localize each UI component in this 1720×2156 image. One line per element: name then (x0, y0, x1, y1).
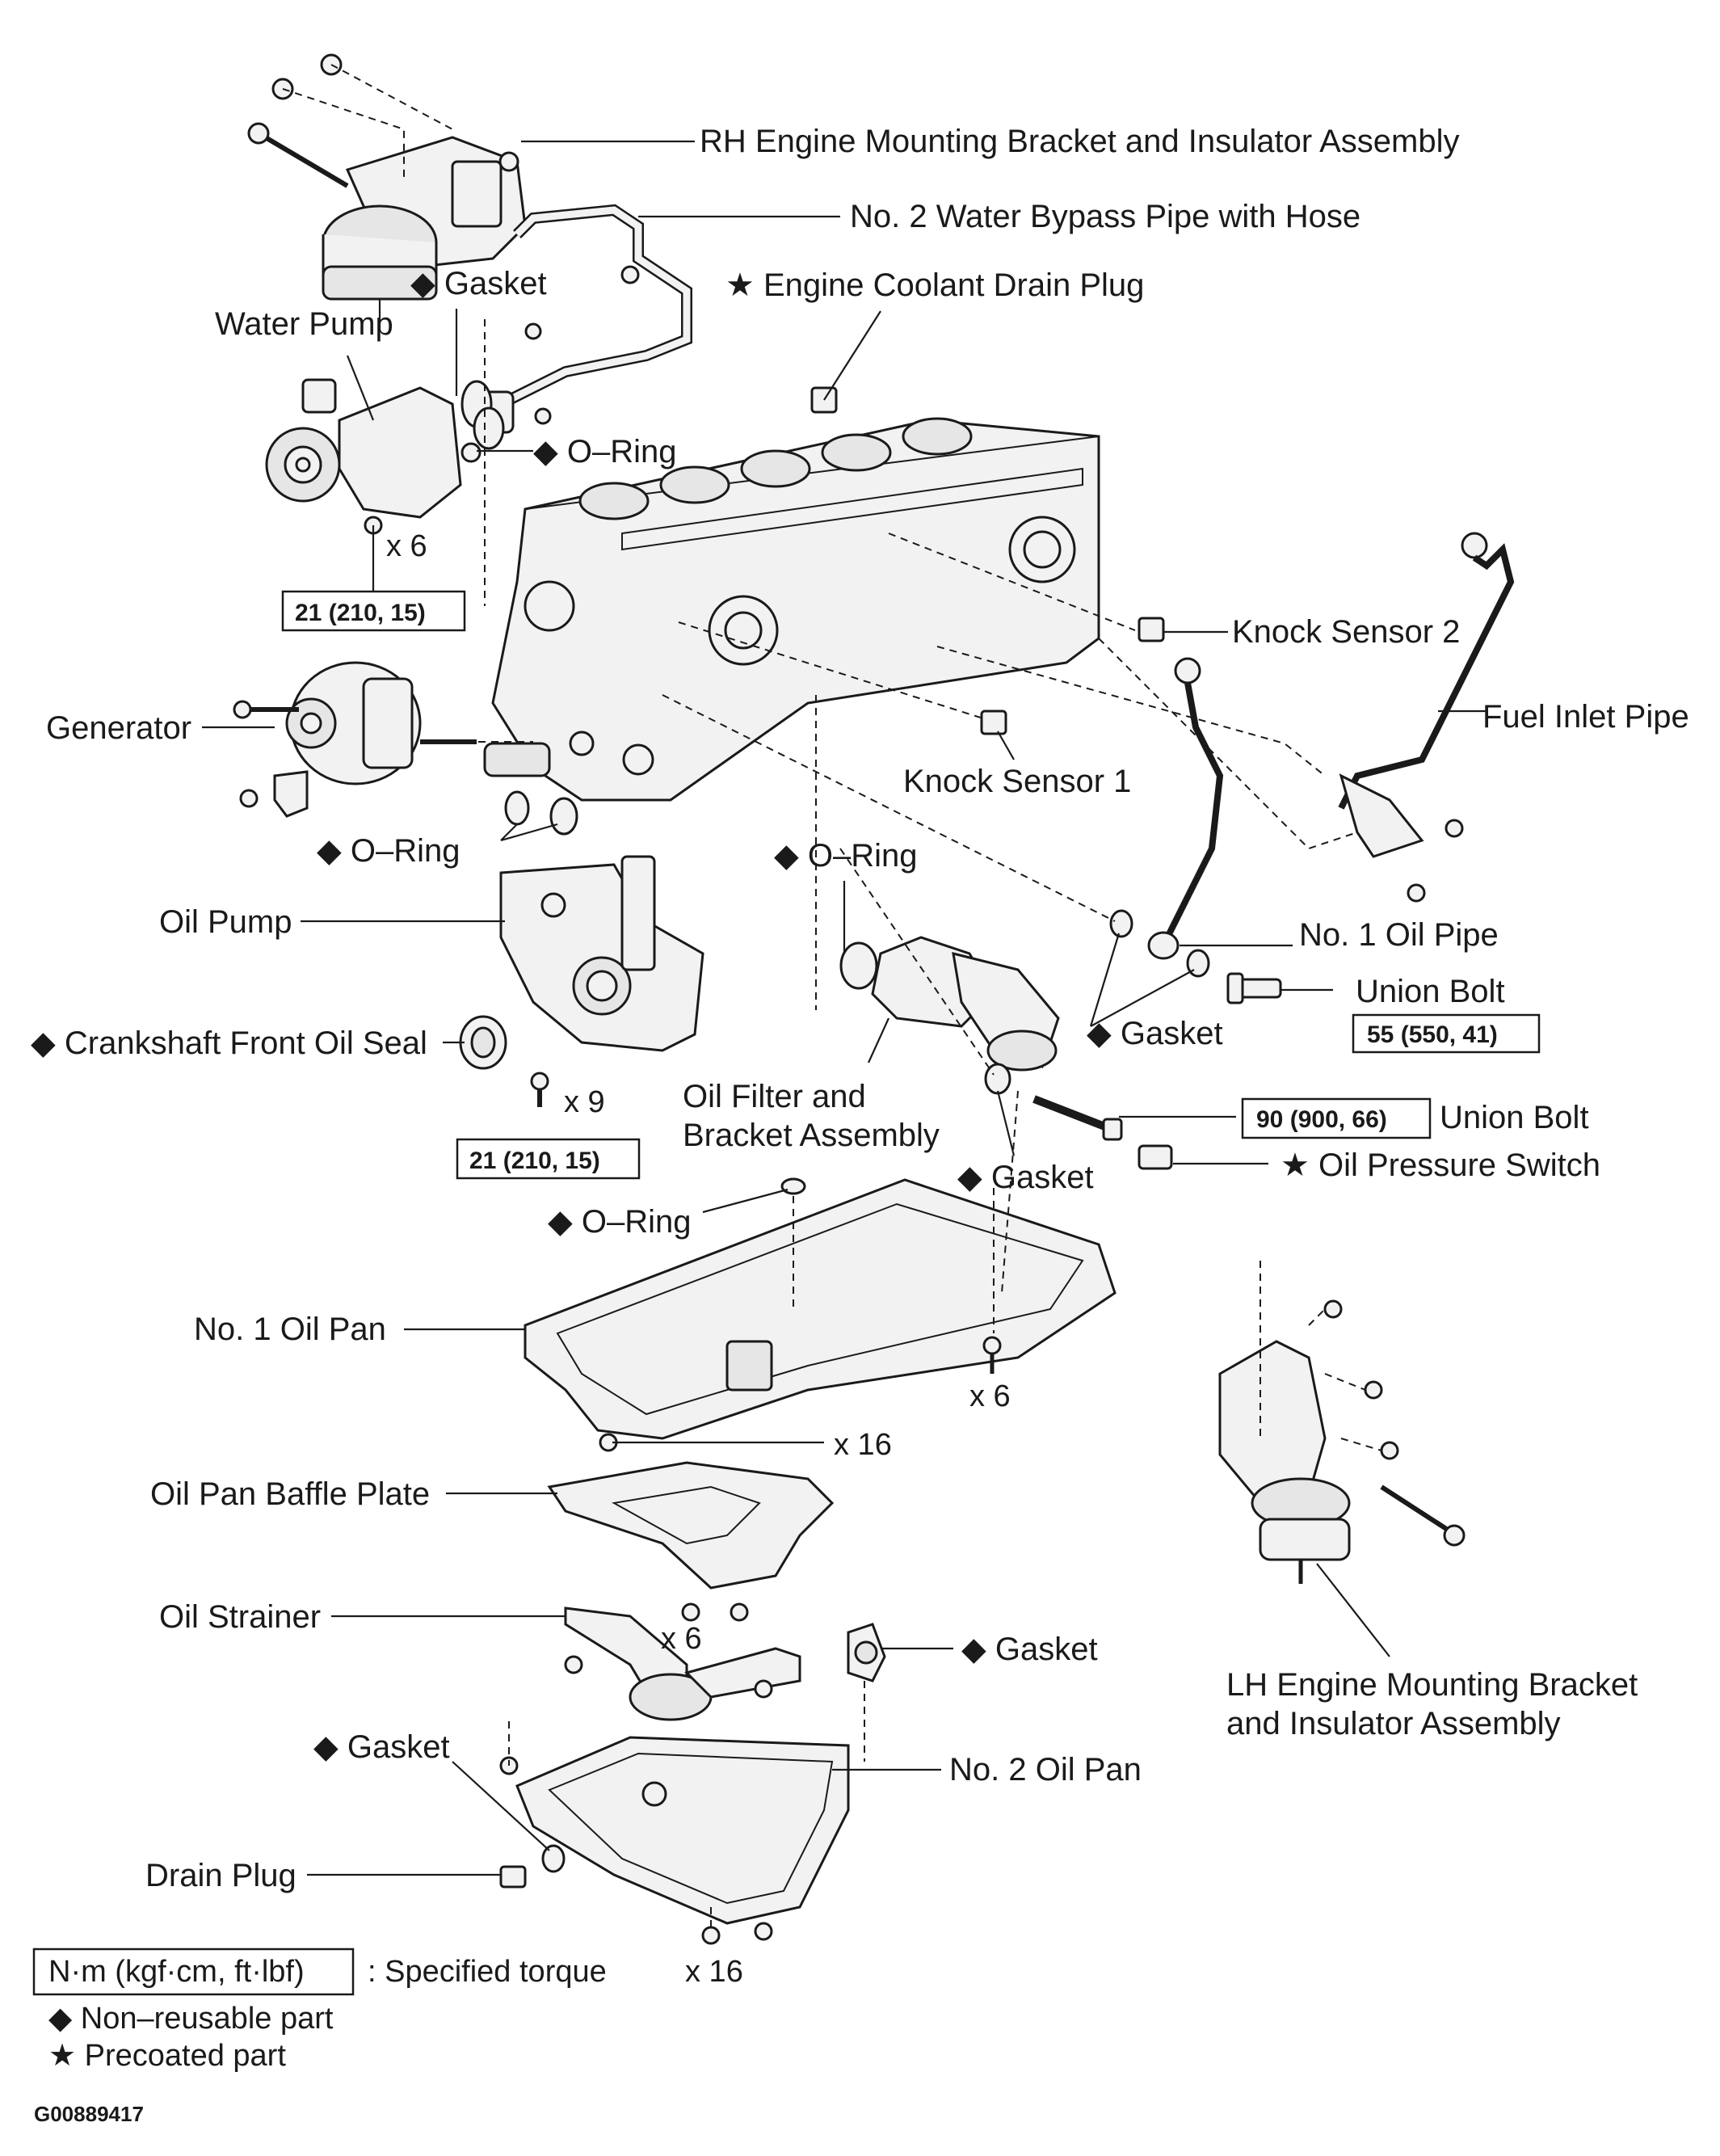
label-gasket-filter: ◆ Gasket (957, 1160, 1094, 1195)
label-oil-pump: Oil Pump (159, 904, 292, 940)
lh-mount-bracket-part (1218, 1299, 1466, 1584)
legend-precoated: ★ Precoated part (48, 2039, 286, 2073)
union-bolt-2-part (1032, 1095, 1123, 1141)
water-pump-part (265, 378, 462, 535)
label-lh-mount-2: and Insulator Assembly (1226, 1706, 1561, 1741)
count-pan1-bottom: x 16 (834, 1428, 892, 1462)
leader-lines (202, 140, 1487, 1876)
count-pan2: x 16 (685, 1955, 743, 1989)
generator-part (233, 661, 477, 818)
label-water-pump: Water Pump (215, 306, 393, 342)
label-crank-seal: ◆ Crankshaft Front Oil Seal (31, 1025, 427, 1061)
label-knock-sensor-1: Knock Sensor 1 (903, 764, 1131, 799)
torque-union-bolt-1: 55 (550, 41) (1352, 1013, 1541, 1054)
union-bolt-1-part (1109, 909, 1282, 1004)
legend-torque-unit: N·m (kgf·cm, ft·lbf) (48, 1955, 305, 1989)
no2-oil-pan-part (499, 1736, 850, 1945)
label-no1-oil-pipe: No. 1 Oil Pipe (1299, 917, 1499, 953)
fuel-inlet-pipe-part (1338, 532, 1515, 903)
label-water-bypass: No. 2 Water Bypass Pipe with Hose (850, 199, 1360, 234)
label-oil-filter-1: Oil Filter and (683, 1079, 866, 1114)
label-drain-plug: Drain Plug (145, 1858, 296, 1893)
legend: N·m (kgf·cm, ft·lbf) : Specified torque … (32, 1948, 607, 2073)
label-gasket-union: ◆ Gasket (1087, 1016, 1223, 1051)
drain-plug-part (499, 1844, 566, 1889)
label-gasket-strainer: ◆ Gasket (961, 1632, 1098, 1667)
assembly-dashed-lines (452, 319, 1382, 1927)
label-knock-sensor-2: Knock Sensor 2 (1232, 614, 1460, 650)
label-oring-pan: ◆ O–Ring (548, 1204, 692, 1240)
label-lh-mount-1: LH Engine Mounting Bracket (1226, 1667, 1638, 1703)
oil-pump-bolt (530, 1072, 549, 1107)
no1-oil-pan-part (524, 1177, 1117, 1440)
count-oil-pump: x 9 (564, 1085, 605, 1119)
oring-left-part (504, 790, 578, 836)
baffle-bolt (681, 1602, 700, 1622)
torque-union-bolt-1-value: 55 (550, 41) (1367, 1021, 1498, 1048)
label-coolant-plug: ★ Engine Coolant Drain Plug (725, 267, 1144, 303)
cylinder-block-part (483, 417, 1100, 802)
knock-sensor-1-part (980, 710, 1007, 735)
label-gasket-pan2: ◆ Gasket (313, 1729, 450, 1765)
legend-torque-box (32, 1948, 355, 1996)
oil-filter-gasket-part (984, 1063, 1011, 1095)
knock-sensor-2-part (1138, 617, 1165, 642)
oil-pressure-switch-part (1138, 1144, 1173, 1170)
no1-oil-pipe-part (1147, 657, 1224, 960)
label-baffle: Oil Pan Baffle Plate (150, 1476, 430, 1512)
label-oil-filter-2: Bracket Assembly (683, 1118, 940, 1153)
oil-filter-part (839, 936, 1060, 1072)
legend-torque-desc: : Specified torque (368, 1955, 607, 1989)
rh-mount-bracket-part (322, 136, 527, 331)
label-union-bolt-1: Union Bolt (1356, 974, 1505, 1009)
torque-oil-pump: 21 (210, 15) (456, 1138, 641, 1180)
label-no2-oil-pan: No. 2 Oil Pan (949, 1752, 1142, 1788)
crankshaft-seal-part (459, 1015, 507, 1070)
count-baffle: x 6 (661, 1622, 702, 1656)
torque-union-bolt-2: 90 (900, 66) (1241, 1097, 1432, 1139)
torque-union-bolt-2-value: 90 (900, 66) (1256, 1106, 1387, 1133)
legend-nonreusable: ◆ Non–reusable part (48, 2002, 334, 2036)
torque-oil-pump-value: 21 (210, 15) (469, 1147, 600, 1174)
label-generator: Generator (46, 710, 191, 746)
baffle-plate-part (547, 1461, 835, 1590)
rh-mount-bolts (247, 53, 519, 188)
label-gasket-top: ◆ Gasket (410, 266, 547, 301)
oil-pump-part (499, 855, 704, 1052)
label-oring-top: ◆ O–Ring (533, 434, 677, 470)
figure-code: G00889417 (34, 2102, 144, 2126)
label-strainer: Oil Strainer (159, 1599, 321, 1635)
count-water-pump: x 6 (386, 529, 427, 563)
strainer-gasket-part (847, 1623, 886, 1682)
label-fuel-inlet: Fuel Inlet Pipe (1482, 699, 1689, 735)
label-oring-left: ◆ O–Ring (317, 833, 460, 869)
torque-water-pump: 21 (210, 15) (281, 590, 466, 632)
label-union-bolt-2: Union Bolt (1440, 1100, 1589, 1135)
label-rh-mount: RH Engine Mounting Bracket and Insulator… (700, 124, 1460, 159)
label-oil-pressure: ★ Oil Pressure Switch (1281, 1147, 1600, 1183)
oil-strainer-part (564, 1602, 801, 1721)
label-no1-oil-pan: No. 1 Oil Pan (194, 1312, 386, 1347)
label-oring-mid: ◆ O–Ring (774, 838, 918, 874)
water-pump-gasket-part (460, 322, 552, 463)
count-pan1-right: x 6 (969, 1379, 1011, 1413)
torque-water-pump-value: 21 (210, 15) (295, 600, 426, 626)
